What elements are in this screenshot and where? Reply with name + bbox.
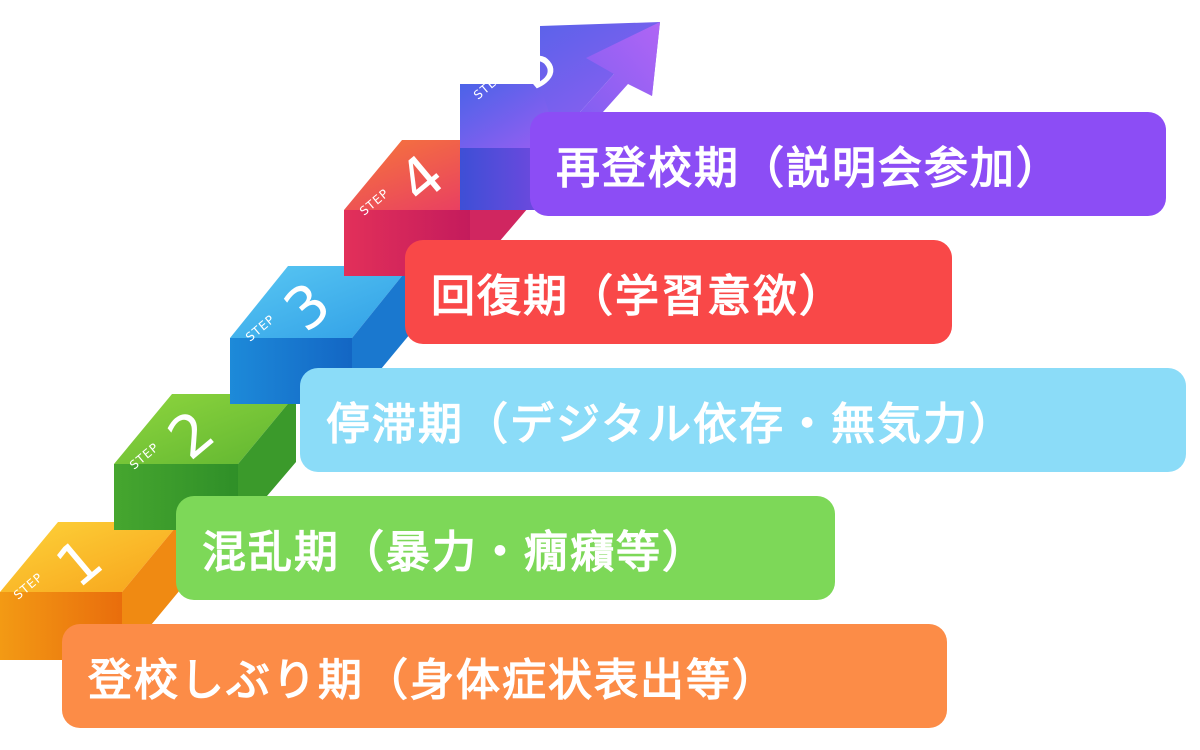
stage-box-2: 混乱期（暴力・癇癪等） <box>176 496 835 600</box>
stage-label-5: 再登校期（説明会参加） <box>556 143 1062 194</box>
stage-label-2: 混乱期（暴力・癇癪等） <box>202 527 708 578</box>
stage-box-4: 回復期（学習意欲） <box>405 240 952 344</box>
stage-box-5: 再登校期（説明会参加） <box>530 112 1166 216</box>
stage-label-1: 登校しぶり期（身体症状表出等） <box>88 655 778 706</box>
stage-box-3: 停滞期（デジタル依存・無気力） <box>300 368 1186 472</box>
stage-label-4: 回復期（学習意欲） <box>431 271 845 322</box>
stage-label-3: 停滞期（デジタル依存・無気力） <box>326 399 1016 450</box>
stage-box-1: 登校しぶり期（身体症状表出等） <box>62 624 947 728</box>
